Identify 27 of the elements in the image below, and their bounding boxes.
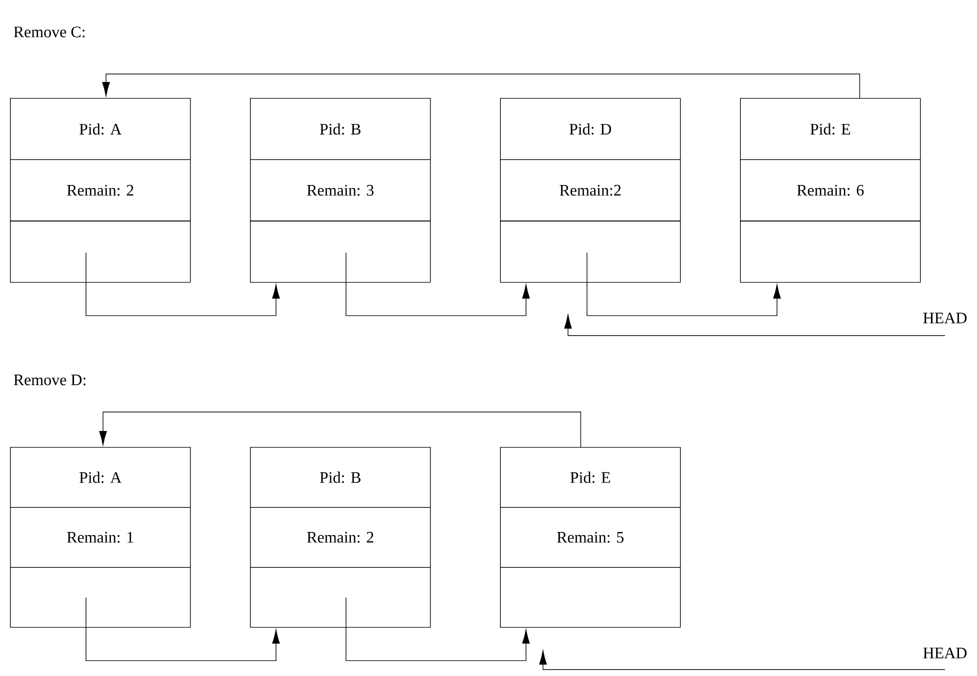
arrow <box>99 412 582 448</box>
arrow <box>586 252 781 316</box>
pid-cell: Pid: A <box>10 98 191 160</box>
head-label: HEAD <box>923 312 967 324</box>
remain-cell: Remain: 2 <box>10 159 191 222</box>
arrow <box>564 314 946 336</box>
remain-cell: Remain: 5 <box>500 506 681 568</box>
pid-cell: Pid: A <box>10 446 191 508</box>
arrow <box>86 597 280 662</box>
pid-cell: Pid: E <box>500 446 681 508</box>
pid-cell: Pid: E <box>740 98 921 160</box>
arrow <box>86 252 280 316</box>
head-label: HEAD <box>923 648 967 658</box>
remain-cell: Remain: 1 <box>10 506 191 568</box>
remain-cell: Remain: 6 <box>740 159 921 222</box>
pid-cell: Pid: B <box>250 446 431 508</box>
pid-cell: Pid: B <box>250 98 431 160</box>
arrow <box>102 74 860 98</box>
remain-cell: Remain: 2 <box>250 506 431 568</box>
section-heading: Remove C: <box>14 26 84 38</box>
pid-cell: Pid: D <box>500 98 681 160</box>
remain-cell: Remain:2 <box>500 159 681 222</box>
remain-cell: Remain: 3 <box>250 159 431 222</box>
arrow <box>346 252 530 316</box>
arrow <box>539 650 946 670</box>
section-heading: Remove D: <box>14 374 86 386</box>
arrow <box>346 597 530 662</box>
